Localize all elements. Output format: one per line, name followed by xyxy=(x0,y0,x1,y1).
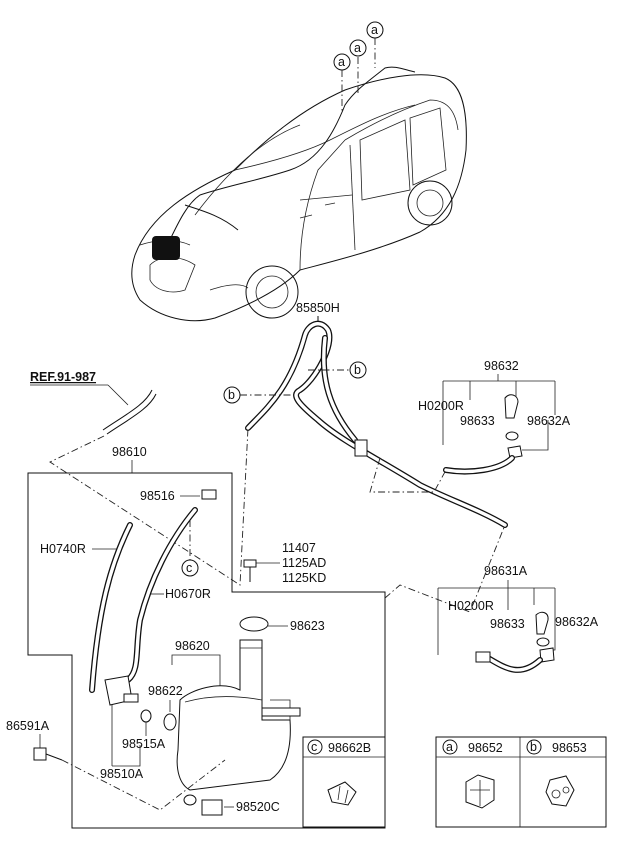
reservoir-group: 98610 98516 H0740R H0670R c 11407 1125AD… xyxy=(6,445,386,829)
inset-98662B: c 98662B xyxy=(302,736,386,828)
callout-b-label-2: b xyxy=(354,363,361,377)
part-label-98633-2: 98633 xyxy=(490,617,525,631)
callout-c-label-2: c xyxy=(311,740,317,754)
part-label-98623: 98623 xyxy=(290,619,325,633)
part-label-98631A: 98631A xyxy=(484,564,528,578)
part-label-98610: 98610 xyxy=(112,445,147,459)
callout-a-label-3: a xyxy=(371,23,378,37)
part-label-H0670R: H0670R xyxy=(165,587,211,601)
part-label-98520C: 98520C xyxy=(236,800,280,814)
part-label-11407: 11407 xyxy=(282,541,316,555)
callout-a-label-4: a xyxy=(446,740,453,754)
part-label-98652: 98652 xyxy=(468,741,503,755)
part-label-H0740R: H0740R xyxy=(40,542,86,556)
part-label-86591A: 86591A xyxy=(6,719,50,733)
part-label-1125AD: 1125AD xyxy=(282,556,326,570)
vehicle-illustration: a a a xyxy=(131,21,467,322)
part-label-98653: 98653 xyxy=(552,741,587,755)
part-label-98510A: 98510A xyxy=(100,767,144,781)
part-label-85850H: 85850H xyxy=(296,301,340,315)
part-label-98632A-2: 98632A xyxy=(555,615,599,629)
part-label-1125KD: 1125KD xyxy=(282,571,326,585)
ref-label: REF.91-987 xyxy=(30,370,96,384)
nozzle-group-front: 98631A H0200R 98633 98632A xyxy=(384,524,599,673)
roof-hose-assembly: 85850H b b xyxy=(223,301,508,528)
part-label-98515A: 98515A xyxy=(122,737,166,751)
part-label-98632: 98632 xyxy=(484,359,519,373)
part-label-98632A-1: 98632A xyxy=(527,414,571,428)
callout-b-label-1: b xyxy=(228,388,235,402)
callout-a-label-2: a xyxy=(354,41,361,55)
inset-clips: a 98652 b 98653 xyxy=(435,736,607,828)
part-label-H0200R-2: H0200R xyxy=(448,599,494,613)
part-label-98620: 98620 xyxy=(175,639,210,653)
part-label-98633-1: 98633 xyxy=(460,414,495,428)
part-label-98622: 98622 xyxy=(148,684,183,698)
part-label-98662B: 98662B xyxy=(328,741,371,755)
nozzle-group-rear: 98632 H0200R 98633 98632A xyxy=(369,359,571,493)
callout-a-label-1: a xyxy=(338,55,345,69)
reference-callout: REF.91-987 xyxy=(30,370,249,586)
part-label-H0200R-1: H0200R xyxy=(418,399,464,413)
callout-b-label-3: b xyxy=(530,740,537,754)
callout-c-label-1: c xyxy=(186,561,192,575)
part-label-98516: 98516 xyxy=(140,489,175,503)
